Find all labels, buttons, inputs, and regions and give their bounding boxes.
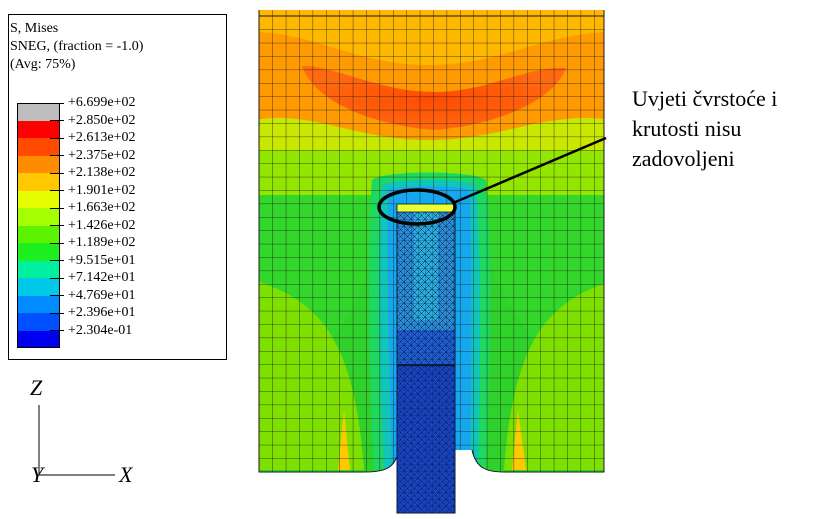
legend-level-label: +2.850e+02 xyxy=(50,113,136,129)
legend-level-value: +1.901e+02 xyxy=(68,182,136,198)
z-axis-label: Z xyxy=(30,375,43,400)
legend-level-value: +2.138e+02 xyxy=(68,165,136,180)
legend-swatch xyxy=(17,103,60,121)
legend-level-value: +9.515e+01 xyxy=(68,252,136,268)
legend-swatch xyxy=(17,173,60,191)
legend-level-value: +4.769e+01 xyxy=(68,287,136,303)
legend-tick xyxy=(50,172,64,174)
legend-level-label: +7.142e+01 xyxy=(50,270,136,286)
legend-tick xyxy=(50,260,64,261)
legend-level-value: +6.699e+02 xyxy=(68,95,136,110)
legend-level-value: +2.613e+02 xyxy=(68,130,136,145)
legend-level-label: +6.699e+02 xyxy=(50,95,136,111)
legend-tick xyxy=(50,155,64,156)
legend-tick xyxy=(50,207,64,209)
callout-annotation: Uvjeti čvrstoće i krutosti nisu zadovolj… xyxy=(632,84,777,174)
legend-level-label: +4.769e+01 xyxy=(50,288,136,304)
legend-tick xyxy=(50,242,64,244)
triad-lines xyxy=(38,405,115,476)
legend-swatch xyxy=(17,278,60,296)
legend-level-value: +1.663e+02 xyxy=(68,200,136,215)
legend-swatch xyxy=(17,243,60,261)
legend-tick xyxy=(50,330,64,331)
legend-level-label: +2.375e+02 xyxy=(50,148,136,164)
fem-contour-plot xyxy=(254,10,614,519)
annotation-line-3: zadovoljeni xyxy=(632,146,735,171)
legend-swatch xyxy=(17,330,60,348)
legend-swatch xyxy=(17,295,60,313)
legend-level-value: +7.142e+01 xyxy=(68,270,136,285)
legend-swatch xyxy=(17,155,60,173)
legend-level-value: +2.396e+01 xyxy=(68,305,136,320)
legend-header: S, Mises SNEG, (fraction = -1.0) (Avg: 7… xyxy=(10,20,143,74)
legend-swatch xyxy=(17,190,60,208)
annotation-line-2: krutosti nisu xyxy=(632,116,742,141)
legend-swatch xyxy=(17,138,60,156)
legend-tick xyxy=(50,190,64,191)
legend-level-label: +1.189e+02 xyxy=(50,235,136,251)
legend-title-averaging: (Avg: 75%) xyxy=(10,57,76,72)
y-axis-label: Y xyxy=(31,462,44,487)
connector-cap xyxy=(396,203,456,213)
critical-zone-ellipse xyxy=(377,188,457,226)
annotation-line-1: Uvjeti čvrstoće i xyxy=(632,86,778,111)
legend-level-label: +2.613e+02 xyxy=(50,130,136,146)
legend-swatch xyxy=(17,225,60,243)
legend-level-value: +1.189e+02 xyxy=(68,235,136,250)
legend-color-bar xyxy=(17,103,60,348)
legend-swatch xyxy=(17,313,60,331)
legend-level-label: +1.426e+02 xyxy=(50,218,136,234)
legend-title-variable: S, Mises xyxy=(10,21,59,36)
legend-level-label: +1.901e+02 xyxy=(50,183,136,199)
post-region xyxy=(397,205,455,513)
legend-swatch xyxy=(17,260,60,278)
legend-level-value: +2.304e-01 xyxy=(68,322,133,338)
callout-leader-line xyxy=(452,136,607,205)
legend-title-section: SNEG, (fraction = -1.0) xyxy=(10,39,144,54)
legend-tick xyxy=(50,295,64,296)
legend-level-label: +2.138e+02 xyxy=(50,165,136,181)
legend-tick xyxy=(50,225,64,226)
legend-tick xyxy=(50,120,64,121)
legend-level-label: +9.515e+01 xyxy=(50,253,136,269)
legend-level-value: +1.426e+02 xyxy=(68,217,136,233)
legend-swatch xyxy=(17,208,60,226)
fem-mesh-render xyxy=(258,10,607,514)
plate-region xyxy=(259,10,604,472)
legend-tick xyxy=(50,277,64,279)
coordinate-triad: Z Y X xyxy=(20,375,160,495)
legend-level-value: +2.375e+02 xyxy=(68,147,136,163)
legend-level-label: +1.663e+02 xyxy=(50,200,136,216)
x-axis-label: X xyxy=(119,462,133,487)
legend-level-label: +2.396e+01 xyxy=(50,305,136,321)
legend-level-value: +2.850e+02 xyxy=(68,112,136,128)
legend-tick xyxy=(50,137,64,139)
legend-tick xyxy=(50,312,64,314)
legend-swatch xyxy=(17,120,60,138)
legend-tick xyxy=(50,102,64,104)
legend-level-label: +2.304e-01 xyxy=(50,323,132,339)
